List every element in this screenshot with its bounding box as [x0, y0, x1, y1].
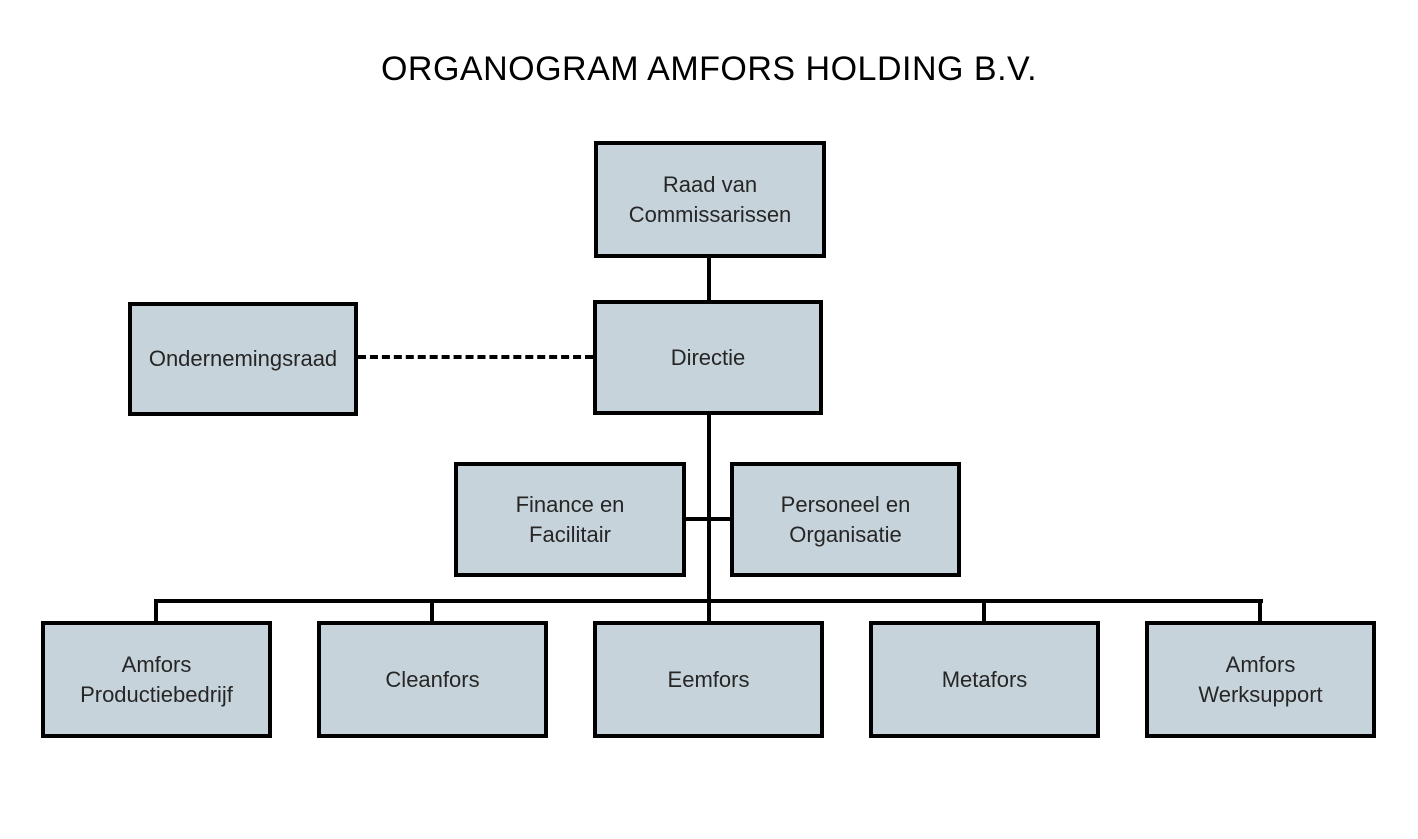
connector-stub-amfors-productiebedrijf [154, 599, 158, 623]
node-personeel-en-organisatie: Personeel en Organisatie [730, 462, 961, 577]
node-metafors: Metafors [869, 621, 1100, 738]
connector-stub-cleanfors [430, 599, 434, 623]
connector-ondernemingsraad-directie-dashed [358, 355, 593, 359]
node-ondernemingsraad: Ondernemingsraad [128, 302, 358, 416]
node-amfors-productiebedrijf: Amfors Productiebedrijf [41, 621, 272, 738]
node-directie: Directie [593, 300, 823, 415]
node-finance-en-facilitair: Finance en Facilitair [454, 462, 686, 577]
connector-stub-amfors-werksupport [1258, 599, 1262, 623]
node-eemfors: Eemfors [593, 621, 824, 738]
connector-finance-personeel-stub [686, 517, 730, 521]
node-raad-van-commissarissen: Raad van Commissarissen [594, 141, 826, 258]
connector-stub-metafors [982, 599, 986, 623]
node-cleanfors: Cleanfors [317, 621, 548, 738]
node-amfors-werksupport: Amfors Werksupport [1145, 621, 1376, 738]
connector-rvc-directie [707, 258, 711, 302]
connector-bottom-bus [154, 599, 1263, 603]
page-title: ORGANOGRAM AMFORS HOLDING B.V. [380, 50, 1038, 88]
